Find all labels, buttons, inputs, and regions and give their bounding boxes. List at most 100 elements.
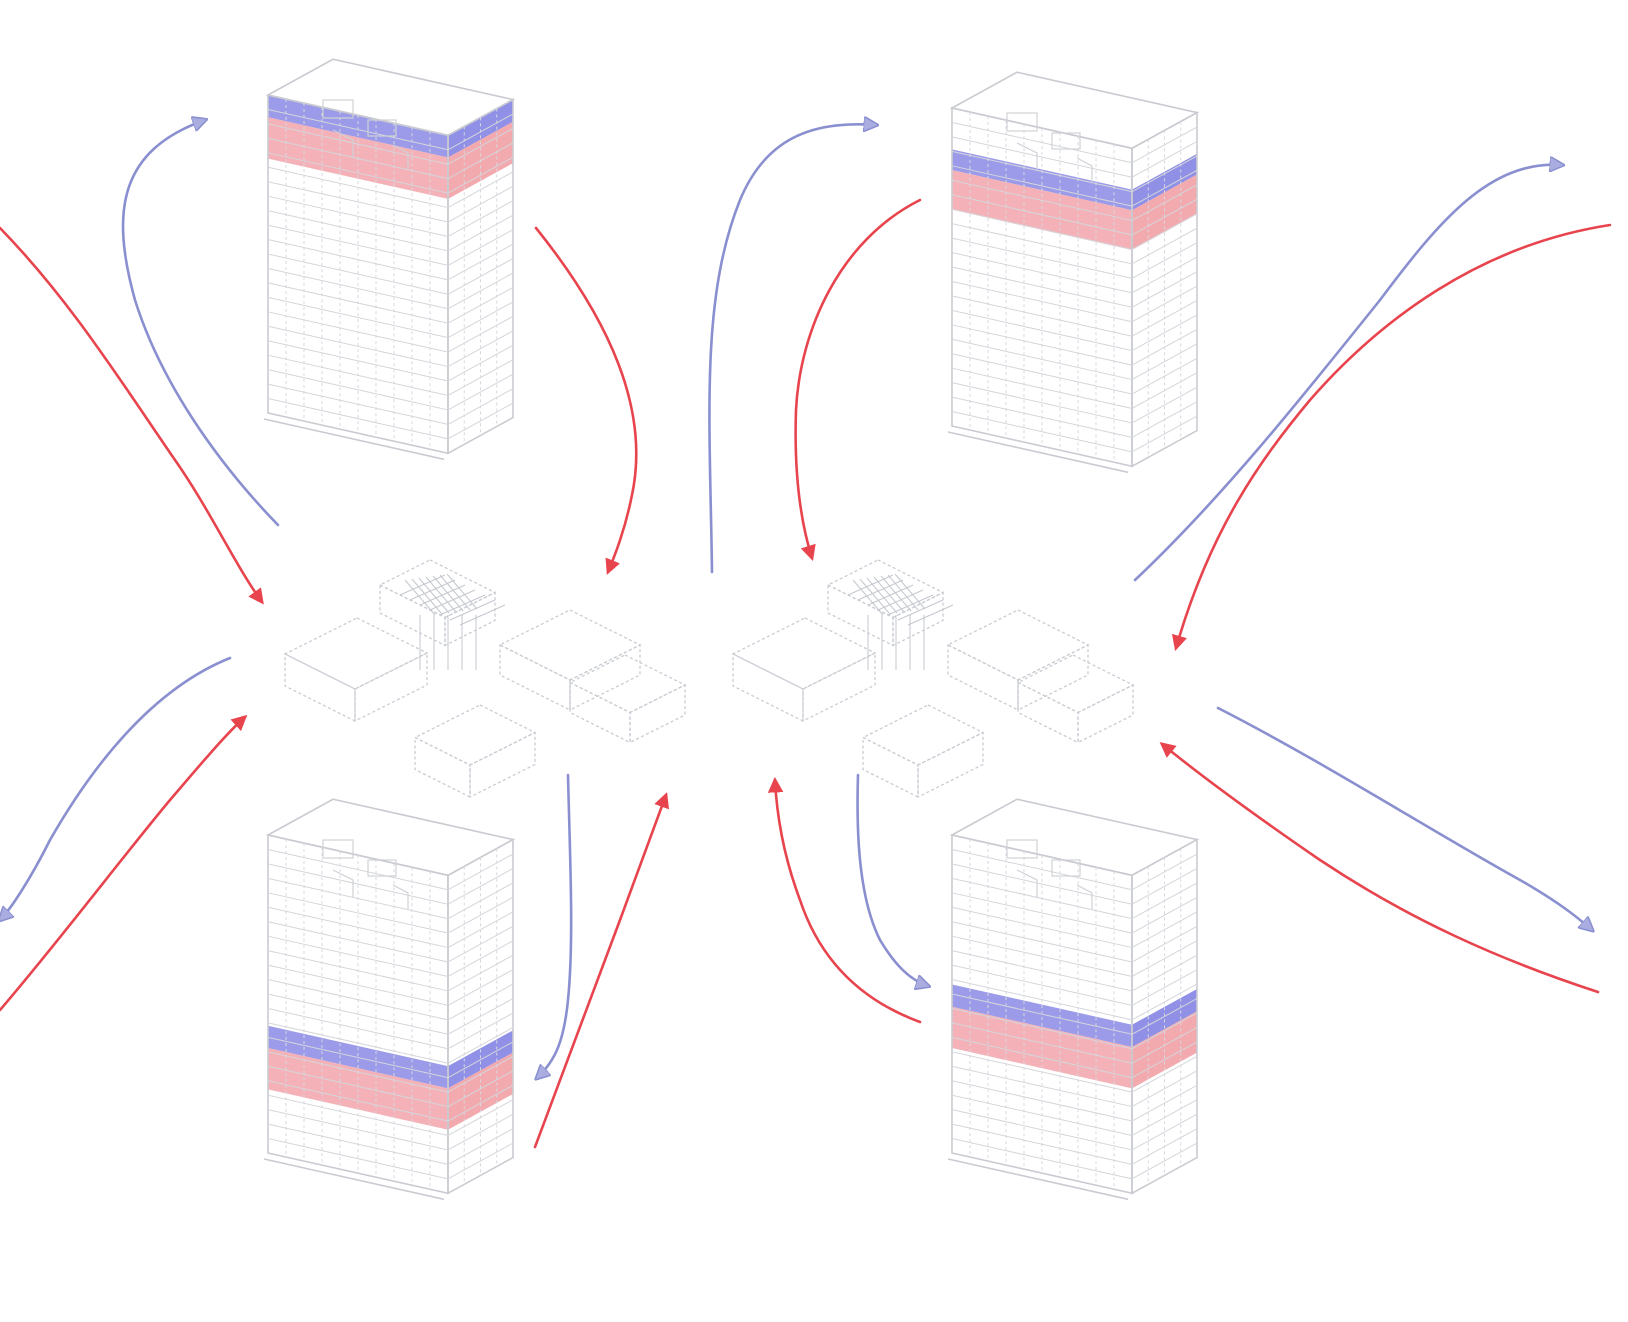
pavilion-box — [568, 654, 687, 714]
floor-line — [951, 1036, 1133, 1079]
floor-line — [267, 964, 449, 1006]
pavilion-box-front — [862, 736, 919, 799]
floor-line — [951, 1109, 1133, 1151]
blue-band — [952, 984, 1132, 1048]
floor-line-side — [1131, 141, 1198, 178]
floor-line-side — [447, 402, 514, 440]
floor-line — [951, 863, 1133, 905]
floor-line — [267, 224, 449, 266]
blue-band — [268, 95, 448, 158]
floor-line-side — [447, 868, 514, 905]
flow-left-in-red — [0, 226, 264, 605]
lattice-line — [429, 589, 476, 611]
flow-left-out-blue — [121, 120, 280, 527]
hubs — [283, 559, 1135, 799]
lattice-line — [425, 576, 457, 613]
floor-line-side — [1131, 285, 1198, 323]
roof-unit — [322, 99, 354, 119]
lattice-line — [449, 599, 496, 621]
pavilion-box — [498, 609, 642, 681]
flow-tr-in-red — [794, 198, 922, 561]
roof-unit — [1051, 859, 1081, 877]
lattice-line — [411, 578, 443, 615]
pavilion-box — [861, 704, 985, 766]
floor-line-side — [1131, 386, 1198, 424]
blue-band-side — [1132, 989, 1197, 1048]
floor-line-side — [1131, 1142, 1198, 1180]
floor-line — [267, 369, 449, 411]
roof-unit — [322, 839, 354, 859]
flow-mid-out-blue — [708, 124, 876, 574]
lattice-line — [852, 579, 884, 616]
flow-right-out-blue — [1133, 165, 1562, 582]
floor-line — [267, 1080, 449, 1122]
floor-line-side — [447, 200, 514, 237]
floor-line-side — [447, 896, 514, 934]
lattice-line — [887, 574, 919, 611]
floor-line-side — [447, 229, 514, 266]
canopy-box-side — [444, 591, 496, 647]
pavilion-box-front — [569, 681, 631, 744]
pavilion-box-side — [569, 643, 641, 712]
floor-line — [951, 964, 1133, 1006]
floor-line-side — [1131, 1084, 1198, 1122]
towers — [263, 58, 1200, 1201]
pavilion-box — [413, 704, 537, 766]
floor-line — [951, 280, 1133, 323]
floor-line-side — [1131, 868, 1198, 905]
lattice-line — [897, 599, 944, 621]
floor-line — [951, 892, 1133, 934]
pavilion-box — [1016, 654, 1135, 714]
lattice-line — [419, 584, 466, 606]
floor-line-side — [447, 301, 514, 339]
canopy-box-front — [827, 583, 894, 647]
roof-unit — [367, 859, 397, 877]
plinth — [263, 418, 445, 461]
hub-left — [283, 559, 687, 799]
floor-line — [951, 1007, 1133, 1050]
lattice-line — [399, 574, 446, 596]
floor-line — [267, 892, 449, 934]
roof-detail — [332, 129, 409, 169]
pavilion-box — [946, 609, 1090, 681]
lattice-line — [439, 574, 471, 611]
floor-line — [951, 237, 1133, 279]
blue-band-side — [448, 99, 513, 158]
lattice-line — [409, 579, 456, 601]
roof-detail — [332, 869, 409, 909]
lattice-line — [446, 573, 478, 610]
floor-line-side — [447, 1070, 514, 1108]
floor-line — [267, 1109, 449, 1151]
pavilion-box-front — [1017, 681, 1079, 744]
floor-line — [951, 338, 1133, 381]
floor-line — [267, 325, 449, 368]
floor-line — [951, 1080, 1133, 1122]
roof-face — [265, 58, 516, 137]
roof-detail — [1016, 869, 1093, 909]
lattice-line — [459, 604, 506, 626]
floor-line-side — [1131, 1070, 1198, 1108]
floor-line-side — [1131, 343, 1198, 381]
floor-line — [951, 411, 1133, 453]
floor-line-side — [1131, 242, 1198, 279]
lattice-line — [877, 589, 924, 611]
floor-line-side — [1131, 357, 1198, 395]
floor-line-side — [447, 940, 514, 977]
floor-line-side — [447, 998, 514, 1035]
flow-up-red — [533, 792, 670, 1149]
flow-far-right-out-blue — [1216, 706, 1592, 930]
floor-line-side — [1131, 896, 1198, 934]
flow-right-in-red — [1171, 223, 1612, 651]
flow-br-out-blue — [856, 773, 928, 986]
floor-line — [267, 398, 449, 440]
floor-line — [267, 123, 449, 165]
floor-line-side — [447, 1084, 514, 1122]
floor-line — [267, 935, 449, 977]
pavilion-box-side — [629, 683, 686, 744]
floor-line-side — [1131, 213, 1198, 250]
floor-line-side — [1131, 169, 1198, 207]
floor-line-side — [447, 156, 514, 194]
plinth — [947, 431, 1129, 474]
pavilion-box-side — [917, 731, 984, 799]
pavilion-box-side — [469, 731, 536, 799]
